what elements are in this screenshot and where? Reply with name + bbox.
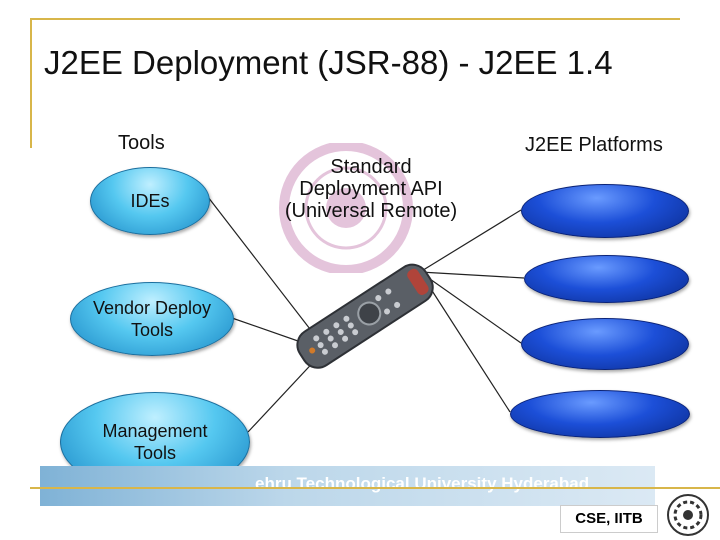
frame-top-line (30, 18, 680, 20)
api-label-line1: Standard (330, 156, 412, 178)
api-label-line3: (Universal Remote) (284, 200, 458, 222)
iitb-logo-icon (667, 494, 709, 536)
university-seal-watermark (279, 143, 413, 273)
api-label: Standard Deployment API (Universal Remot… (258, 156, 484, 222)
api-label-line2: Deployment API (299, 178, 443, 200)
banner-text: ehru Technological University Hyderabad (255, 474, 590, 493)
slide-title: J2EE Deployment (JSR-88) - J2EE 1.4 (44, 44, 613, 81)
tools-heading: Tools (118, 132, 165, 154)
platform-oval-3 (521, 318, 689, 370)
platforms-heading: J2EE Platforms (525, 134, 663, 156)
university-banner (40, 466, 655, 506)
platform-oval-4 (510, 390, 690, 438)
remote-control-icon (296, 263, 434, 369)
vendor-deploy-tools-oval: Vendor Deploy Tools (70, 282, 234, 356)
management-label-line2: Tools (133, 443, 176, 463)
ides-label: IDEs (130, 191, 170, 211)
ides-oval: IDEs (90, 167, 210, 235)
management-label-line1: Management (102, 421, 208, 441)
frame-left-line (30, 18, 32, 148)
platform-oval-2 (524, 255, 689, 303)
frame-bottom-line (30, 487, 720, 489)
cse-iitb-badge: CSE, IITB (560, 505, 658, 533)
vendor-deploy-label-line1: Vendor Deploy (92, 298, 212, 318)
platform-oval-1 (521, 184, 689, 238)
vendor-deploy-label-line2: Tools (130, 320, 174, 340)
